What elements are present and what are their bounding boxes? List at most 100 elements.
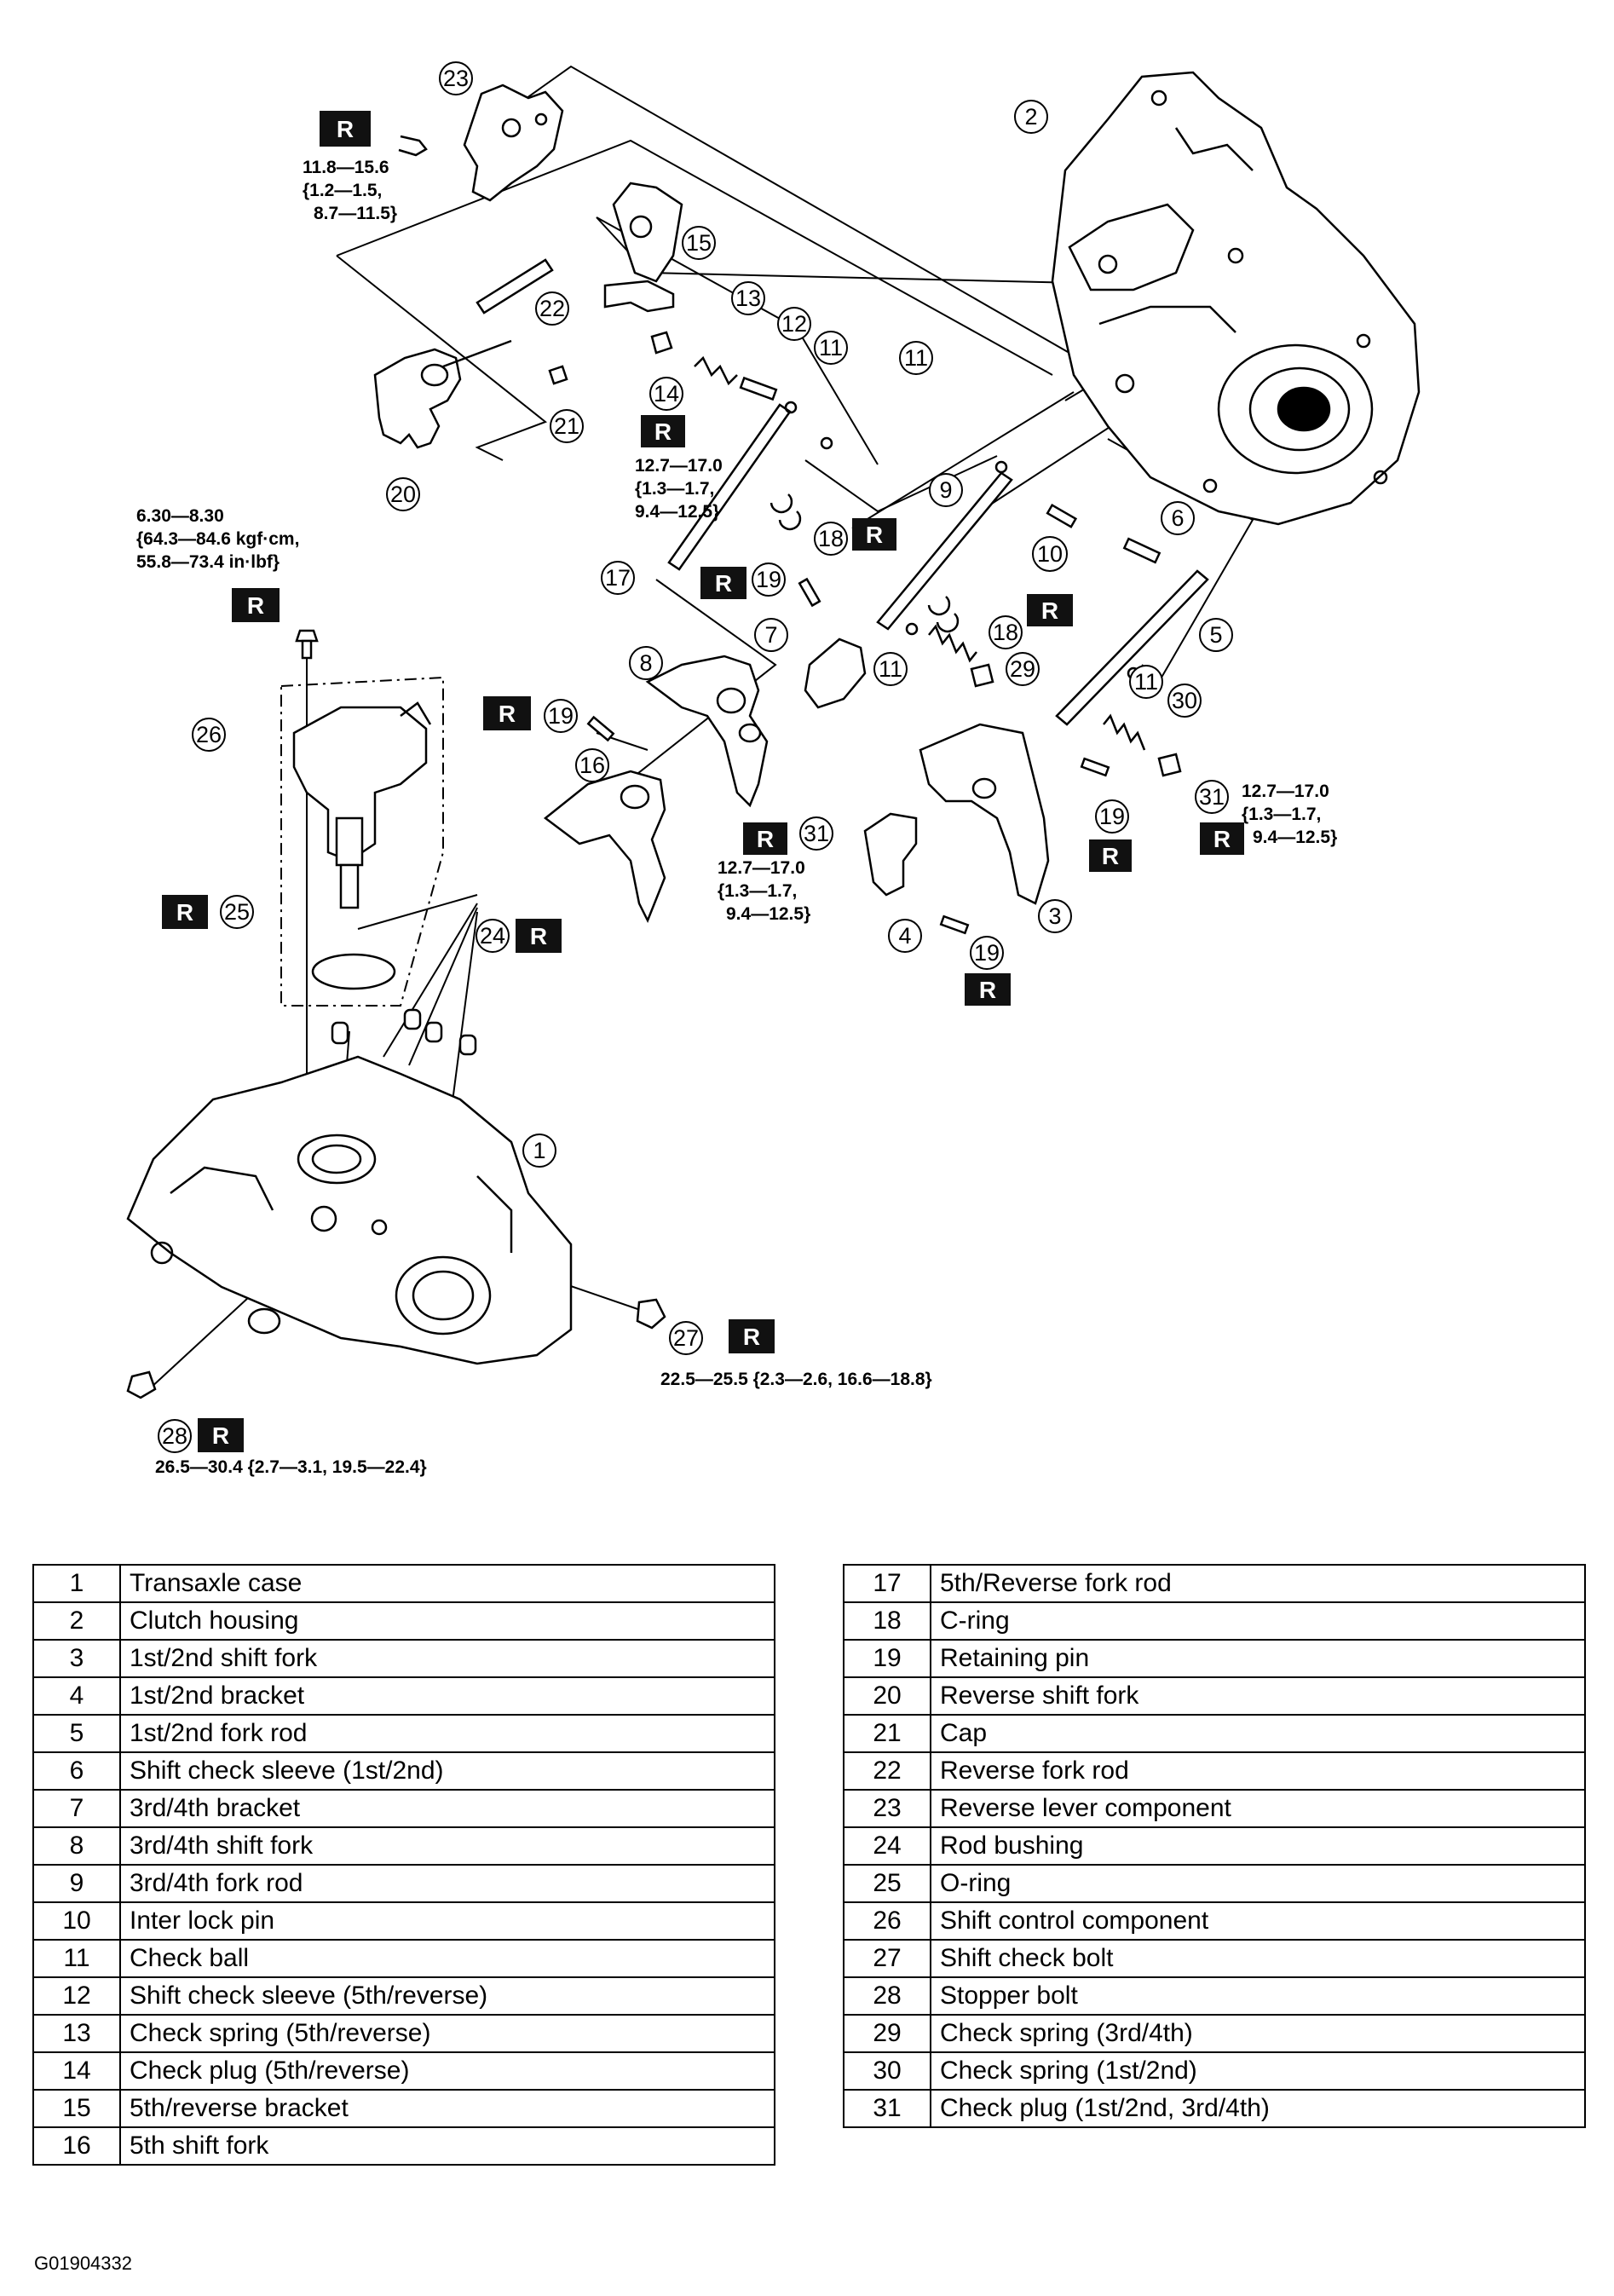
part-name: Check spring (1st/2nd): [930, 2051, 1586, 2091]
part-number: 22: [843, 1751, 931, 1791]
torque-spec: {64.3—84.6 kgf·cm,: [136, 529, 299, 549]
5th-reverse-bracket: [603, 182, 683, 313]
part-name: Stopper bolt: [930, 1976, 1586, 2016]
svg-text:20: 20: [390, 482, 416, 507]
svg-text:R: R: [757, 826, 774, 852]
reuse-markers: R R R R R R R R R R R R R R R: [162, 111, 1244, 1452]
callout: 22: [535, 291, 569, 326]
part-name: Check spring (5th/reverse): [119, 2014, 775, 2053]
svg-text:19: 19: [548, 703, 574, 729]
svg-text:11: 11: [819, 335, 843, 361]
part-name: C-ring: [930, 1601, 1586, 1641]
part-name: 1st/2nd shift fork: [119, 1639, 775, 1678]
svg-text:5: 5: [1209, 622, 1222, 648]
torque-spec: 12.7—17.0: [635, 456, 723, 476]
svg-text:1: 1: [533, 1138, 545, 1163]
shift-check-bolt: [636, 1298, 666, 1330]
shift-control-bolt: [295, 629, 319, 660]
part-name: Shift check sleeve (5th/reverse): [119, 1976, 775, 2016]
svg-text:15: 15: [686, 230, 712, 256]
reuse-marker: R: [162, 895, 208, 929]
svg-text:29: 29: [1010, 656, 1035, 682]
shift-check-sleeve-1st-2nd: [1122, 537, 1162, 564]
part-number: 6: [32, 1751, 121, 1791]
part-number: 2: [32, 1601, 121, 1641]
1st-2nd-shift-fork: [919, 723, 1050, 905]
svg-text:R: R: [212, 1422, 229, 1449]
callout: 24: [476, 919, 510, 953]
shift-control-component: [292, 701, 432, 909]
1st-2nd-fork-rod: [1055, 569, 1209, 726]
torque-spec: 9.4—12.5}: [1253, 828, 1337, 847]
torque-spec: 12.7—17.0: [718, 858, 805, 878]
3rd-4th-fork-rod: [876, 471, 1013, 631]
svg-text:27: 27: [673, 1325, 699, 1351]
check-spring-5th-reverse: [694, 355, 738, 386]
callout: 8: [629, 646, 663, 680]
callout: 11: [814, 331, 848, 365]
part-number: 1: [32, 1564, 121, 1603]
part-number: 5: [32, 1714, 121, 1753]
callout: 21: [550, 409, 584, 443]
part-number: 4: [32, 1676, 121, 1716]
svg-text:4: 4: [898, 923, 911, 949]
callout: 15: [682, 226, 716, 260]
part-name: 1st/2nd bracket: [119, 1676, 775, 1716]
1st-2nd-bracket: [863, 812, 918, 897]
part-number: 28: [843, 1976, 931, 2016]
part-number: 14: [32, 2051, 121, 2091]
part-number: 17: [843, 1564, 931, 1603]
part-number: 7: [32, 1789, 121, 1828]
svg-text:14: 14: [654, 381, 679, 407]
svg-text:R: R: [176, 899, 193, 926]
callout: 19: [970, 936, 1004, 970]
reuse-marker: R: [965, 973, 1011, 1006]
torque-spec: {1.3—1.7,: [1242, 805, 1321, 824]
part-name: Shift check sleeve (1st/2nd): [119, 1751, 775, 1791]
reverse-shift-fork: [373, 339, 512, 449]
svg-text:R: R: [654, 418, 672, 445]
part-name: Check plug (5th/reverse): [119, 2051, 775, 2091]
svg-text:30: 30: [1172, 688, 1197, 713]
part-number: 9: [32, 1864, 121, 1903]
svg-text:11: 11: [879, 656, 902, 682]
part-number: 18: [843, 1601, 931, 1641]
svg-text:3: 3: [1048, 903, 1061, 929]
part-name: Retaining pin: [930, 1639, 1586, 1678]
torque-spec: 11.8—15.6: [303, 158, 389, 177]
o-ring: [311, 953, 396, 990]
exploded-view-diagram: R R R R R R R R R R R R R R R 1 2 3 4 5 …: [126, 61, 1421, 1477]
part-name: Transaxle case: [119, 1564, 775, 1603]
stopper-bolt: [126, 1370, 157, 1399]
svg-text:R: R: [1041, 597, 1058, 624]
svg-text:18: 18: [993, 620, 1018, 645]
svg-text:24: 24: [480, 923, 505, 949]
part-number: 30: [843, 2051, 931, 2091]
reuse-marker: R: [1089, 839, 1132, 872]
svg-text:R: R: [743, 1324, 760, 1350]
5th-shift-fork: [543, 770, 666, 924]
reuse-marker: R: [198, 1418, 244, 1452]
callout: 11: [873, 652, 908, 686]
clutch-housing: [1051, 71, 1421, 526]
part-number: 27: [843, 1939, 931, 1978]
check-plug-1st-2nd: [1157, 753, 1182, 777]
torque-specs: 11.8—15.6 {1.2—1.5, 8.7—11.5} 12.7—17.0 …: [136, 158, 1337, 1477]
torque-spec: 26.5—30.4 {2.7—3.1, 19.5—22.4}: [155, 1457, 427, 1477]
svg-text:28: 28: [162, 1423, 187, 1449]
part-name: Check plug (1st/2nd, 3rd/4th): [930, 2089, 1586, 2128]
callout: 19: [544, 699, 578, 733]
part-name: Cap: [930, 1714, 1586, 1753]
